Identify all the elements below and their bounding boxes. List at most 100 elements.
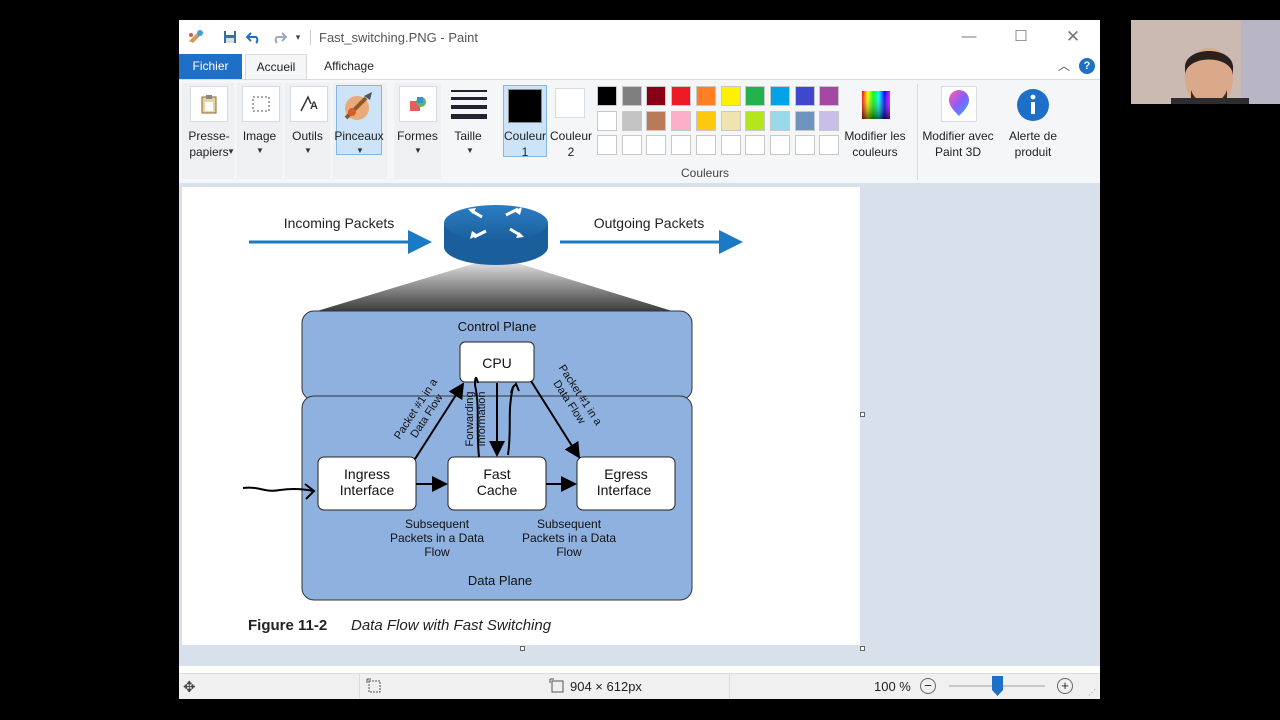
outgoing-label: Outgoing Packets <box>594 215 705 231</box>
zoom-in-button[interactable]: + <box>1057 678 1073 694</box>
resize-grip-icon[interactable]: ⋰ <box>1088 688 1096 697</box>
router-icon <box>444 205 548 265</box>
color1-swatch <box>508 89 542 123</box>
ribbon-divider <box>917 84 918 180</box>
subsequent-right-1: Subsequent <box>537 517 602 531</box>
save-icon[interactable] <box>221 28 239 46</box>
collapse-ribbon-icon[interactable]: ︿ <box>1058 59 1071 73</box>
palette-color-swatch[interactable] <box>646 110 667 131</box>
tools-button[interactable]: A <box>290 86 328 122</box>
palette-color-swatch[interactable] <box>720 110 741 131</box>
subsequent-left-2: Packets in a Data <box>390 531 484 545</box>
tools-caret-icon[interactable]: ▼ <box>304 146 312 155</box>
maximize-button[interactable]: ☐ <box>1014 28 1028 45</box>
menu-file[interactable]: Fichier <box>179 54 242 79</box>
palette-color-swatch[interactable] <box>671 110 692 131</box>
paint-app-icon[interactable] <box>186 28 206 46</box>
brushes-caret-icon[interactable]: ▼ <box>356 146 364 155</box>
palette-color-swatch[interactable] <box>819 135 840 155</box>
clipboard-caret-icon[interactable]: ▼ <box>227 147 235 156</box>
info-icon <box>1017 89 1049 121</box>
palette-color-swatch[interactable] <box>794 86 815 106</box>
data-plane-label: Data Plane <box>468 573 532 588</box>
palette-color-swatch[interactable] <box>794 110 815 131</box>
fast-cache-label-1: Fast <box>483 466 510 482</box>
palette-color-swatch[interactable] <box>720 135 741 155</box>
palette-color-swatch[interactable] <box>819 86 840 106</box>
shapes-button[interactable] <box>399 86 437 122</box>
tab-home[interactable]: Accueil <box>245 54 307 80</box>
brushes-button[interactable] <box>336 85 382 155</box>
palette-color-swatch[interactable] <box>769 135 790 155</box>
palette-color-swatch[interactable] <box>597 135 617 155</box>
control-plane-label: Control Plane <box>458 319 537 334</box>
paint-window: ▾ Fast_switching.PNG - Paint — ☐ ✕ Fichi… <box>179 20 1100 699</box>
palette-color-swatch[interactable] <box>745 110 766 131</box>
tab-view[interactable]: Affichage <box>324 59 374 73</box>
size-button[interactable] <box>447 86 491 122</box>
edit-colors-button[interactable] <box>859 88 893 122</box>
redo-icon[interactable] <box>270 28 288 46</box>
clipboard-button[interactable] <box>190 86 228 122</box>
presenter-video-icon <box>1131 20 1280 104</box>
size-caret-icon[interactable]: ▼ <box>466 146 474 155</box>
zoom-out-button[interactable]: − <box>920 678 936 694</box>
palette-color-swatch[interactable] <box>794 135 815 155</box>
palette-color-swatch[interactable] <box>819 110 840 131</box>
image-label: Image <box>242 129 277 143</box>
zoom-slider-thumb[interactable] <box>992 676 1003 696</box>
canvas-area[interactable]: Incoming Packets Outgoing Packets Contro… <box>179 183 1100 666</box>
fast-cache-label-2: Cache <box>477 482 518 498</box>
palette-color-swatch[interactable] <box>621 110 642 131</box>
subsequent-right-3: Flow <box>556 545 582 559</box>
palette-color-swatch[interactable] <box>769 86 790 106</box>
image-canvas[interactable]: Incoming Packets Outgoing Packets Contro… <box>182 187 860 645</box>
customize-toolbar-icon[interactable]: ▾ <box>295 31 301 42</box>
help-icon[interactable]: ? <box>1079 58 1095 74</box>
palette-color-swatch[interactable] <box>621 135 642 155</box>
funnel-shape <box>317 263 672 311</box>
palette-color-swatch[interactable] <box>720 86 741 106</box>
handdrawn-annotation-right <box>507 382 520 456</box>
window-title: Fast_switching.PNG - Paint <box>319 30 478 45</box>
undo-icon[interactable] <box>245 28 263 46</box>
egress-box <box>576 456 676 511</box>
tools-label: Outils <box>292 129 323 143</box>
palette-color-swatch[interactable] <box>695 110 716 131</box>
palette-color-swatch[interactable] <box>745 86 766 106</box>
palette-color-swatch[interactable] <box>646 135 667 155</box>
resize-handle-corner[interactable] <box>860 646 865 651</box>
resize-handle-bottom[interactable] <box>520 646 525 651</box>
color2-swatch <box>558 91 582 115</box>
palette-color-swatch[interactable] <box>671 86 692 106</box>
menu-bar: Fichier Accueil Affichage ︿ ? <box>179 54 1100 80</box>
handdrawn-annotation-left <box>473 377 480 458</box>
paint3d-button[interactable] <box>941 86 977 122</box>
palette-color-swatch[interactable] <box>695 86 716 106</box>
palette-color-swatch[interactable] <box>769 110 790 131</box>
text-tool-icon: A <box>300 95 318 112</box>
palette-color-swatch[interactable] <box>597 110 617 131</box>
image-caret-icon[interactable]: ▼ <box>256 146 264 155</box>
close-button[interactable]: ✕ <box>1065 27 1081 46</box>
palette-color-swatch[interactable] <box>671 135 692 155</box>
image-button[interactable] <box>242 86 280 122</box>
resize-handle-right[interactable] <box>860 412 865 417</box>
color2-button[interactable] <box>555 88 585 118</box>
edit-colors-label: Modifier les couleurs <box>844 129 906 159</box>
palette-color-swatch[interactable] <box>621 86 642 106</box>
shapes-caret-icon[interactable]: ▼ <box>414 146 422 155</box>
product-alert-button[interactable] <box>1014 86 1052 124</box>
ingress-label-1: Ingress <box>344 466 390 482</box>
palette-color-swatch[interactable] <box>695 135 716 155</box>
zoom-level: 100 % <box>874 679 911 694</box>
status-divider-1 <box>359 674 360 699</box>
minimize-button[interactable]: — <box>961 28 977 45</box>
palette-color-swatch[interactable] <box>646 86 667 106</box>
image-dimensions: 904 × 612px <box>570 679 642 694</box>
palette-color-swatch[interactable] <box>745 135 766 155</box>
color1-button[interactable] <box>503 85 547 157</box>
palette-color-swatch[interactable] <box>597 86 617 106</box>
cpu-to-egress-arrow <box>530 380 581 459</box>
egress-label-2: Interface <box>597 482 652 498</box>
